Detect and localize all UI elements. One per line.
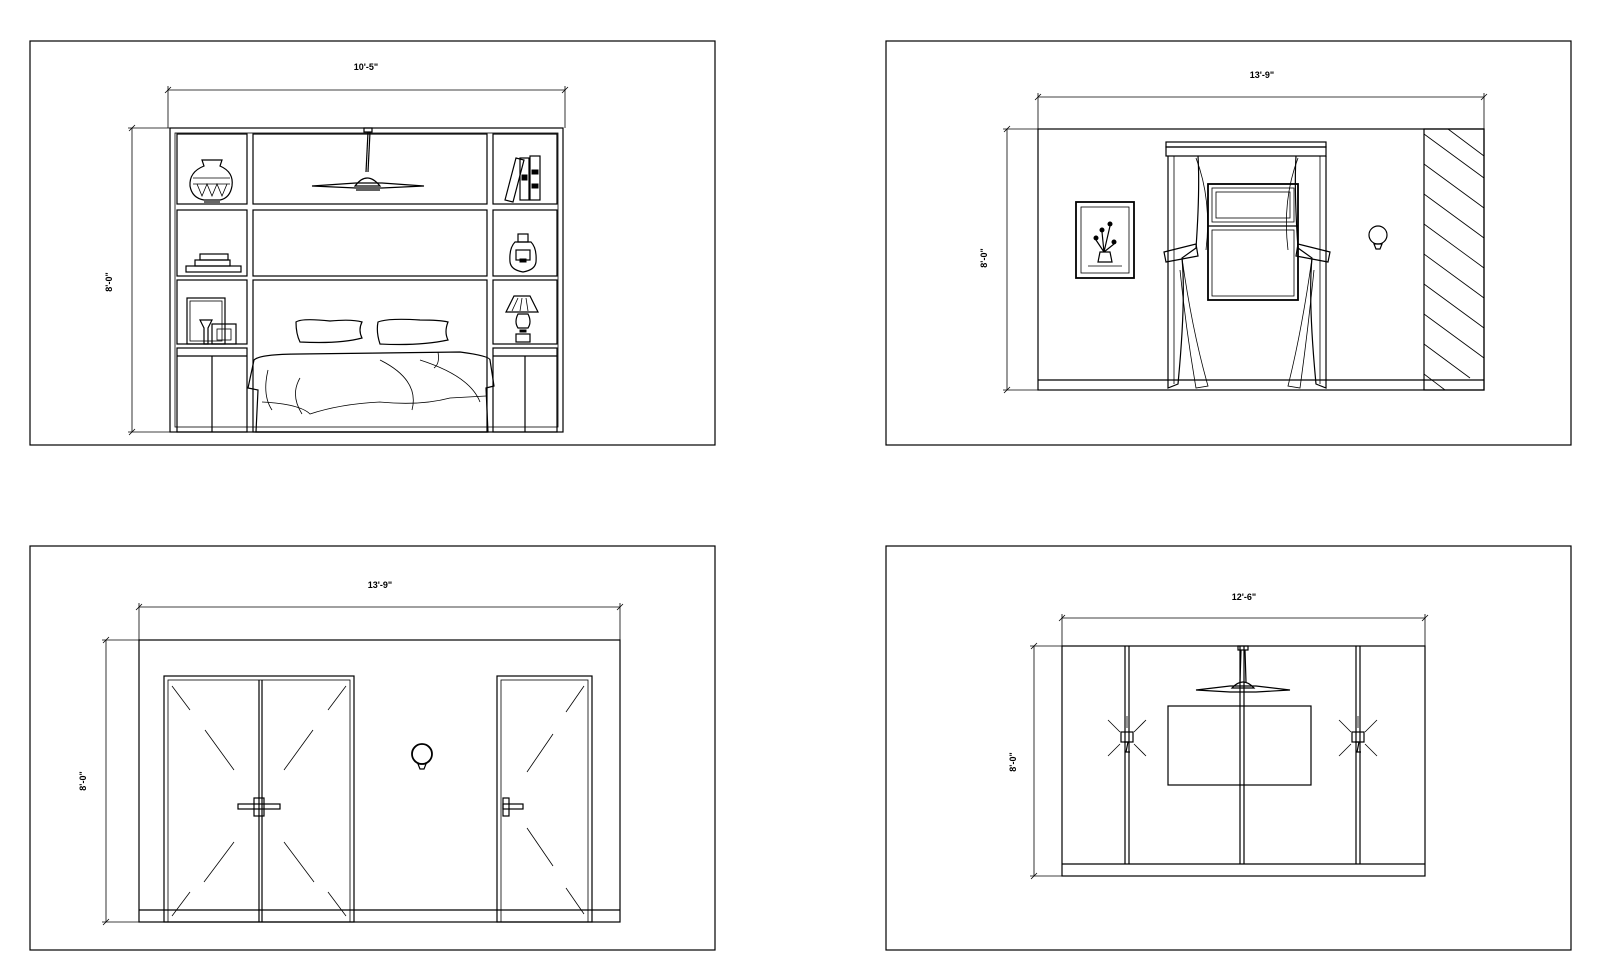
tv-screen-icon — [1167, 705, 1312, 786]
width-dimension-label: 13'-9" — [1250, 70, 1274, 80]
books-icon — [504, 155, 541, 203]
height-dimension: 8'-0" — [104, 124, 170, 436]
height-dimension: 8'-0" — [979, 125, 1040, 394]
wall-sconce-icon — [1368, 225, 1388, 250]
height-dimension: 8'-0" — [1008, 642, 1064, 880]
left-curtain-icon — [1163, 155, 1209, 389]
wall-sconce-icon — [411, 743, 433, 770]
wall-outline — [138, 639, 621, 923]
height-dimension-label: 8'-0" — [979, 248, 989, 267]
right-curtain-icon — [1285, 155, 1331, 389]
ceiling-fan-icon — [311, 127, 425, 191]
stacked-books-icon — [185, 253, 242, 273]
table-lamp-icon — [505, 295, 539, 343]
bed-icon — [247, 318, 495, 433]
wall-outline — [1037, 128, 1485, 391]
width-dimension-label: 13'-9" — [368, 580, 392, 590]
panel-frame — [29, 40, 716, 446]
width-dimension: 12'-6" — [1058, 592, 1429, 646]
width-dimension-label: 10'-5" — [354, 62, 378, 72]
elevation-panel-bed-wall: 10'-5" 8'-0" — [29, 40, 716, 446]
hatched-wall-section — [1423, 128, 1485, 391]
double-door-icon — [163, 675, 355, 923]
vase-icon — [189, 159, 233, 203]
single-door-icon — [496, 675, 593, 923]
elevation-panel-door-wall: 13'-9" 8'-0" — [29, 545, 716, 951]
bottle-icon — [509, 233, 537, 273]
width-dimension: 10'-5" — [164, 62, 569, 128]
height-dimension-label: 8'-0" — [78, 771, 88, 790]
ceiling-fan-icon — [1195, 645, 1291, 693]
panel-frame — [29, 545, 716, 951]
framed-artwork-icon — [1075, 201, 1135, 279]
width-dimension: 13'-9" — [135, 580, 624, 640]
height-dimension-label: 8'-0" — [1008, 752, 1018, 771]
panel-frame — [885, 545, 1572, 951]
picture-frame-icon — [186, 297, 237, 345]
height-dimension-label: 8'-0" — [104, 272, 114, 291]
window-icon — [1207, 183, 1299, 301]
elevation-panel-tv-wall: 12'-6" 8'-0" — [885, 545, 1572, 951]
elevation-panel-window-wall: 13'-9" 8'-0" — [885, 40, 1572, 446]
wall-light-icon — [1107, 716, 1147, 757]
curtain-valance — [1165, 141, 1327, 157]
right-bookshelf — [492, 133, 558, 433]
left-bookshelf — [176, 133, 248, 433]
width-dimension: 13'-9" — [1034, 70, 1488, 129]
height-dimension: 8'-0" — [78, 636, 141, 926]
panel-frame — [885, 40, 1572, 446]
wall-panel-strips — [1124, 646, 1361, 864]
width-dimension-label: 12'-6" — [1232, 592, 1256, 602]
wall-light-icon — [1338, 716, 1378, 757]
